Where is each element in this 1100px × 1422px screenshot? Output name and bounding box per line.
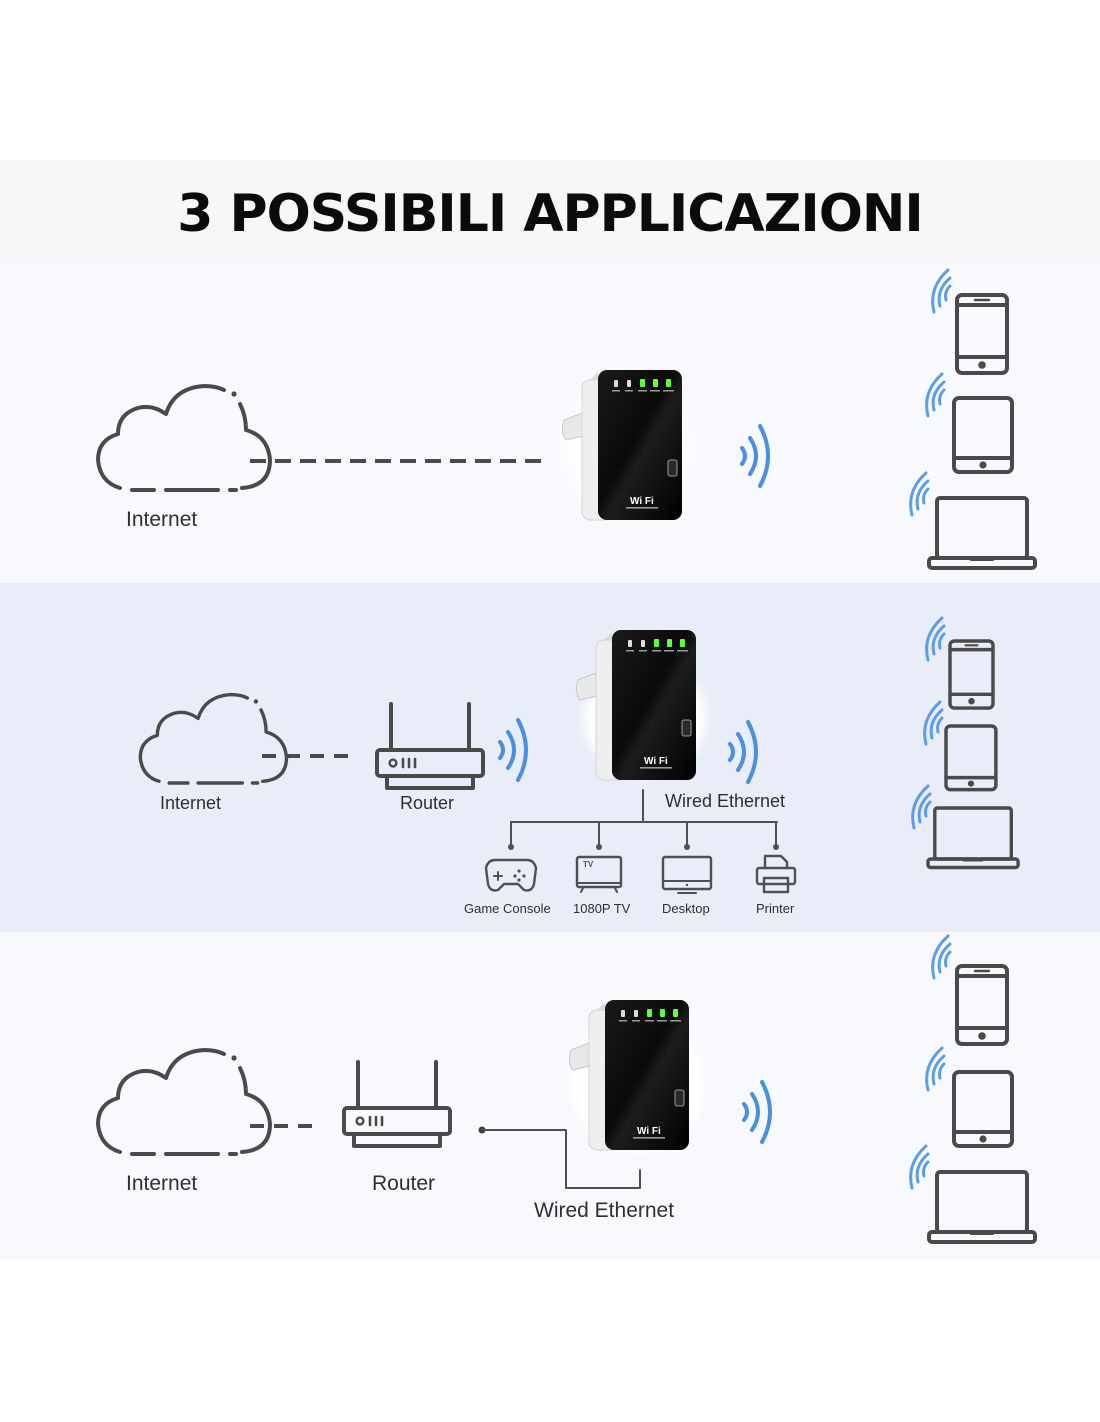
tv-icon: TV: [575, 855, 623, 893]
wired-ethernet-label: Wired Ethernet: [534, 1199, 675, 1222]
repeater-device: [555, 369, 699, 522]
router-label: Router: [400, 793, 455, 813]
scenario-3-band: [0, 932, 1100, 1260]
internet-label: Internet: [126, 1172, 198, 1195]
title-band: [0, 160, 1100, 265]
device-label-game-console: Game Console: [464, 901, 551, 916]
device-label-printer: Printer: [756, 901, 795, 916]
printer-icon: [755, 854, 797, 894]
gamepad-icon: [484, 858, 538, 892]
repeater-device: [566, 999, 710, 1160]
internet-label: Internet: [126, 508, 198, 531]
wired-ethernet-tree: [508, 789, 779, 850]
device-label-desktop: Desktop: [662, 901, 710, 916]
scenario-2-band: [0, 583, 1100, 932]
wired-ethernet-label: Wired Ethernet: [665, 791, 786, 811]
wired-ethernet-line: [478, 1126, 641, 1189]
tv-screen-text: TV: [583, 860, 594, 869]
page-title: 3 POSSIBILI APPLICAZIONI: [177, 184, 924, 244]
internet-label: Internet: [160, 793, 222, 813]
router-label: Router: [372, 1172, 436, 1195]
scenario-1-band: [0, 265, 1100, 583]
repeater-device: [575, 629, 713, 784]
device-label-tv: 1080P TV: [573, 901, 631, 916]
desktop-icon: [661, 855, 713, 894]
